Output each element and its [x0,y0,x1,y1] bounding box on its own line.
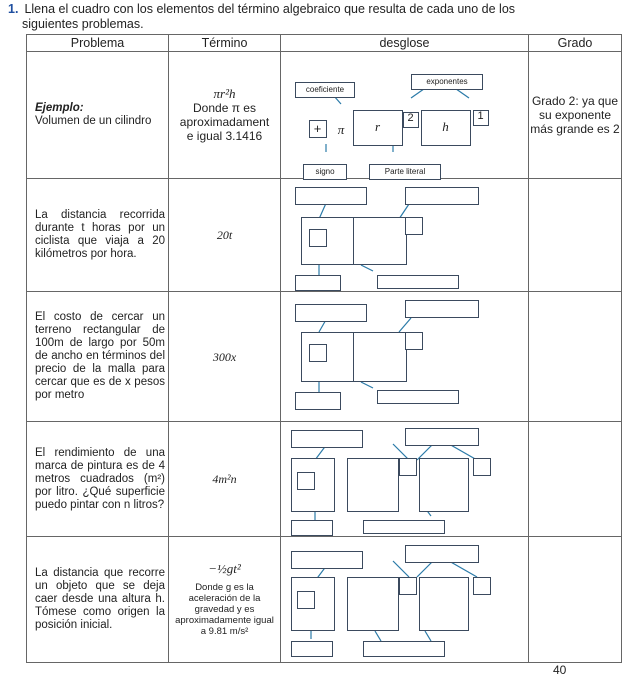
row2-var-box[interactable] [353,332,407,382]
row2-coef-label-box[interactable] [295,304,367,322]
example-term-note2: aproximadament [179,115,270,129]
row4-var1-exp-box[interactable] [399,577,417,595]
var2-box: h [421,110,471,146]
row4-var1-box[interactable] [347,577,399,631]
page-number: 40 [553,663,567,677]
row4-term-note: Donde g es la aceleración de la gravedad… [175,582,274,637]
var1-exp: 2 [407,112,414,124]
row2-term: 300x [168,291,281,422]
table-row-example: Ejemplo: Volumen de un cilindro πr²h Don… [26,51,622,180]
var1-exp-box: 2 [403,112,419,128]
var1-box: r [353,110,403,146]
header-termino: Término [168,34,281,52]
row4-literal-label-box[interactable] [363,641,445,657]
row3-var1-box[interactable] [347,458,399,512]
table-row: La distancia recorrida durante t horas p… [26,178,622,292]
row3-grado[interactable] [528,421,622,537]
row4-term: −½gt² Donde g es la aceleración de la gr… [168,536,281,663]
exercise-table: Problema Término desglose Grado Ejemplo:… [26,34,622,663]
example-problem-text: Volumen de un cilindro [35,115,152,127]
row4-grado[interactable] [528,536,622,663]
instruction-text-2: siguientes problemas. [22,17,144,31]
row2-sign-label-box[interactable] [295,392,341,410]
row4-exp-label-box[interactable] [405,545,479,563]
example-term-expr: πr²h [213,86,236,101]
example-problem: Ejemplo: Volumen de un cilindro [26,51,169,179]
label-exponentes: exponentes [411,74,483,90]
row2-problem: El costo de cercar un terreno rectangula… [26,291,169,422]
row3-problem: El rendimiento de una marca de pintura e… [26,421,169,537]
instruction-text: Llena el cuadro con los elementos del té… [24,2,516,16]
example-title: Ejemplo: [35,102,84,114]
table-row: El rendimiento de una marca de pintura e… [26,421,622,537]
row1-exp-label-box[interactable] [405,187,479,205]
example-term: πr²h Donde π es aproximadament e igual 3… [168,51,281,179]
row3-sign-label-box[interactable] [291,520,333,536]
table-row: La distancia que recorre un objeto que s… [26,536,622,663]
row1-sign-label-box[interactable] [295,275,341,291]
row3-sign-box[interactable] [297,472,315,490]
header-grado: Grado [528,34,622,52]
row3-literal-label-box[interactable] [363,520,445,534]
row4-var2-box[interactable] [419,577,469,631]
example-grado: Grado 2: ya que su exponente más grande … [528,51,622,179]
row3-term: 4m²n [168,421,281,537]
var2-value: h [442,119,449,134]
sign-box: + [309,120,327,138]
row1-literal-label-box[interactable] [377,275,459,289]
example-breakdown: coeficiente exponentes + π r 2 h 1 signo… [280,51,529,180]
row1-sign-box[interactable] [309,229,327,247]
row1-coef-label-box[interactable] [295,187,367,205]
row4-sign-label-box[interactable] [291,641,333,657]
row1-term: 20t [168,178,281,292]
label-coeficiente: coeficiente [295,82,355,98]
row4-breakdown [280,536,529,663]
row3-coef-label-box[interactable] [291,430,363,448]
instruction: 1. Llena el cuadro con los elementos del … [8,2,623,17]
row1-breakdown [280,178,529,292]
row2-var-exp-box[interactable] [405,332,423,350]
sign-value: + [313,121,322,136]
row2-literal-label-box[interactable] [377,390,459,404]
header-row: Problema Término desglose Grado [26,34,622,52]
row2-sign-box[interactable] [309,344,327,362]
example-term-note1: Donde π es [193,101,256,115]
row4-coef-label-box[interactable] [291,551,363,569]
row2-breakdown [280,291,529,422]
example-term-note3: e igual 3.1416 [186,129,263,143]
row2-exp-label-box[interactable] [405,300,479,318]
var2-exp: 1 [477,110,484,122]
row3-var2-box[interactable] [419,458,469,512]
var1-value: r [374,119,381,134]
header-problema: Problema [26,34,169,52]
row4-term-expr: −½gt² [208,561,241,576]
row3-var2-exp-box[interactable] [473,458,491,476]
row1-var-exp-box[interactable] [405,217,423,235]
var2-exp-box: 1 [473,110,489,126]
header-desglose: desglose [280,34,529,52]
row3-exp-label-box[interactable] [405,428,479,446]
row4-sign-box[interactable] [297,591,315,609]
row1-problem: La distancia recorrida durante t horas p… [26,178,169,292]
row3-breakdown [280,421,529,537]
coef-value: π [337,122,345,137]
table-row: El costo de cercar un terreno rectangula… [26,291,622,422]
row1-grado[interactable] [528,178,622,292]
row4-var2-exp-box[interactable] [473,577,491,595]
row2-grado[interactable] [528,291,622,422]
row3-var1-exp-box[interactable] [399,458,417,476]
instruction-number: 1. [8,2,19,16]
row4-problem: La distancia que recorre un objeto que s… [26,536,169,663]
row1-var-box[interactable] [353,217,407,265]
